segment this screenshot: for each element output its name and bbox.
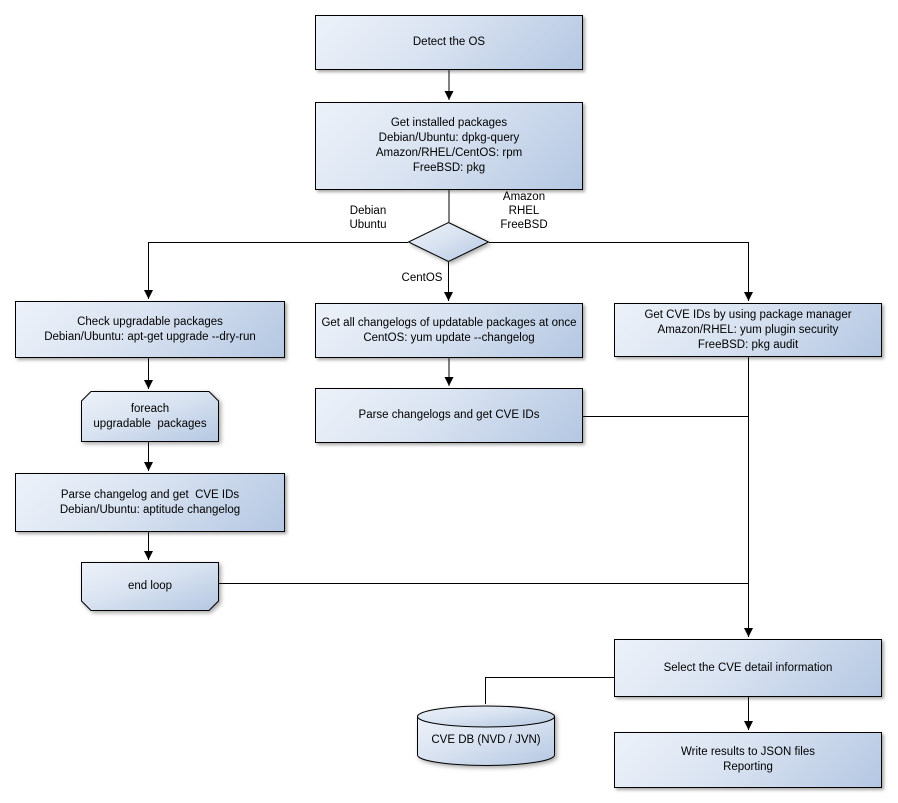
- node-parse-changelogs-label: Parse changelogs and get CVE IDs: [358, 409, 540, 421]
- node-get-all-changelogs-label: Get all changelogs of updatable packages…: [321, 316, 577, 344]
- diamond-shape: [407, 221, 490, 263]
- node-get-installed-packages: Get installed packages Debian/Ubuntu: dp…: [315, 102, 583, 190]
- node-parse-changelog: Parse changelog and get CVE IDs Debian/U…: [15, 473, 285, 532]
- node-write-results-label: Write results to JSON files Reporting: [681, 746, 815, 773]
- node-detect-os: Detect the OS: [315, 15, 583, 70]
- node-end-loop: end loop: [81, 562, 219, 611]
- edge-label-centos: CentOS: [401, 272, 443, 284]
- edge-decision-to-get-cve-ids: [489, 242, 753, 301]
- database-cylinder-shape: [417, 705, 555, 766]
- node-select-cve-detail-label: Select the CVE detail information: [663, 661, 833, 674]
- edge-label-debian-ubuntu: Debian Ubuntu: [349, 205, 387, 231]
- node-end-loop-label: end loop: [127, 580, 173, 592]
- node-detect-os-label: Detect the OS: [412, 36, 486, 48]
- node-select-cve-detail: Select the CVE detail information: [614, 639, 882, 697]
- node-os-decision-diamond: [407, 221, 490, 263]
- node-cve-db: CVE DB (NVD / JVN): [417, 705, 555, 767]
- node-foreach-loop-label: foreach upgradable packages: [93, 402, 207, 430]
- node-foreach-loop: foreach upgradable packages: [81, 391, 219, 442]
- node-parse-changelog-label: Parse changelog and get CVE IDs Debian/U…: [59, 488, 241, 516]
- node-get-cve-ids-pkg-mgr-label: Get CVE IDs by using package manager Ama…: [644, 308, 852, 351]
- edge-decision-to-check-upgradable: [144, 242, 408, 299]
- node-check-upgradable-label: Check upgradable packages Debian/Ubuntu:…: [44, 315, 256, 343]
- node-get-installed-packages-label: Get installed packages Debian/Ubuntu: dp…: [375, 117, 523, 174]
- loop-start-shape: [81, 391, 219, 442]
- edge-label-amazon-rhel-freebsd: Amazon RHEL FreeBSD: [500, 191, 548, 231]
- node-get-all-changelogs: Get all changelogs of updatable packages…: [315, 303, 583, 358]
- node-cve-db-label: CVE DB (NVD / JVN): [431, 733, 541, 746]
- node-get-cve-ids-pkg-mgr: Get CVE IDs by using package manager Ama…: [614, 303, 882, 357]
- edge-select-to-cvedb: [485, 677, 614, 704]
- node-check-upgradable: Check upgradable packages Debian/Ubuntu:…: [15, 301, 285, 358]
- loop-end-shape: [81, 562, 219, 611]
- node-parse-changelogs: Parse changelogs and get CVE IDs: [315, 388, 583, 443]
- node-write-results: Write results to JSON files Reporting: [614, 732, 882, 788]
